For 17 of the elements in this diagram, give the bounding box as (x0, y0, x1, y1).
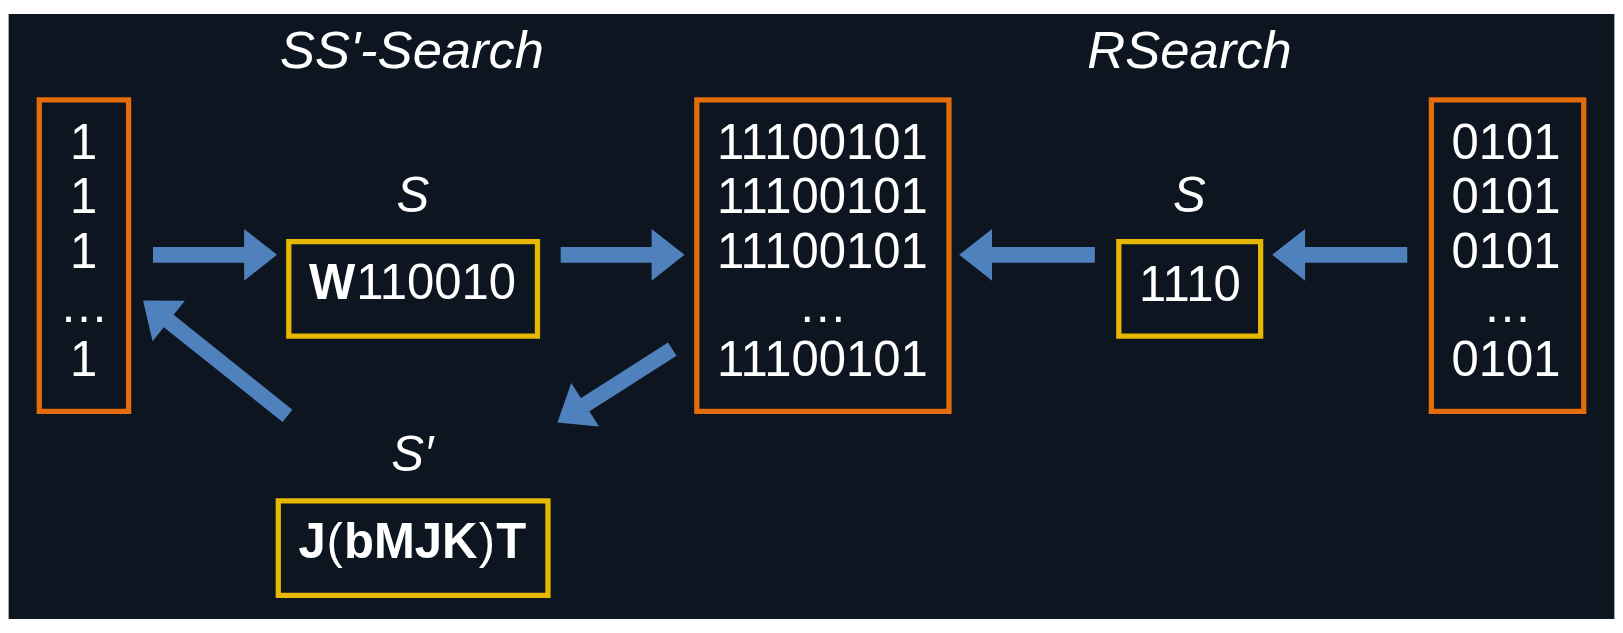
node-label: S′ (391, 426, 434, 481)
node-box: 11100101 11100101 11100101 … 11100101 (694, 97, 952, 415)
label: SS'-Search (280, 20, 545, 80)
node-box: J(bMJK)T (275, 498, 551, 598)
arrow (153, 228, 277, 281)
arrow (557, 342, 677, 427)
arrow (959, 228, 1095, 281)
node-label: S (1173, 167, 1206, 222)
node-box: 1110 (1116, 239, 1264, 339)
label: RSearch (1087, 20, 1292, 80)
arrow (560, 228, 685, 281)
node-box: W110010 (286, 239, 541, 339)
node-label: S (396, 167, 430, 222)
node-box: 0101 0101 0101 … 0101 (1428, 97, 1587, 415)
node-box: 1 1 1 … 1 (36, 97, 132, 415)
arrow (1272, 228, 1408, 281)
arrow (143, 300, 293, 422)
